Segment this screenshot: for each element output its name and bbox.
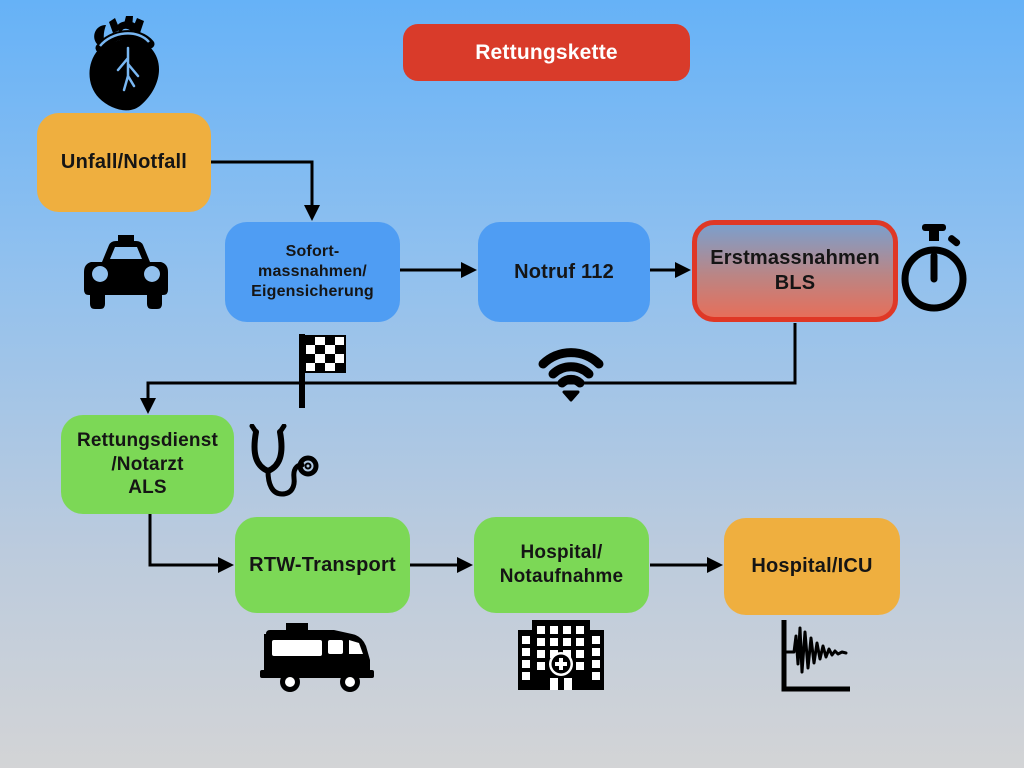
car-icon	[80, 235, 172, 311]
arrow-erst-to-rettungsdienst	[146, 323, 797, 400]
node-label: Hospital/ICU	[751, 555, 873, 577]
anatomical-heart-icon	[82, 12, 168, 112]
node-label-line: /Notarzt	[111, 453, 184, 475]
stopwatch-icon	[900, 224, 968, 314]
arrow-unfall-to-sofort	[211, 160, 314, 207]
node-label-line: Notaufnahme	[499, 566, 624, 587]
node-rtw-transport: RTW-Transport	[235, 517, 410, 613]
wifi-icon	[533, 336, 609, 402]
checkered-flag-icon	[297, 332, 349, 408]
node-sofortmassnahmen: Sofort- massnahmen/ Eigensicherung	[225, 222, 400, 322]
node-notruf-112: Notruf 112	[478, 222, 650, 322]
hospital-building-icon	[516, 618, 606, 696]
node-label-line: Sofort-	[285, 243, 340, 260]
diagram-title: Rettungskette	[403, 24, 690, 81]
node-rettungsdienst-als: Rettungsdienst /Notarzt ALS	[61, 415, 234, 514]
node-label-line: Erstmassnahmen	[710, 247, 880, 269]
node-label: Notruf 112	[514, 260, 614, 283]
node-erstmassnahmen-bls: Erstmassnahmen BLS	[692, 220, 898, 322]
node-label-line: ALS	[128, 477, 167, 499]
node-hospital-notaufnahme: Hospital/ Notaufnahme	[474, 517, 649, 613]
vibration-graph-icon	[772, 616, 852, 696]
node-label: RTW-Transport	[249, 553, 396, 576]
diagram-title-label: Rettungskette	[475, 40, 618, 64]
node-label-line: BLS	[774, 272, 816, 294]
node-hospital-icu: Hospital/ICU	[724, 518, 900, 615]
node-label-line: Rettungsdienst	[76, 429, 219, 451]
node-label: Unfall/Notfall	[60, 151, 188, 173]
node-unfall-notfall: Unfall/Notfall	[37, 113, 211, 212]
ambulance-icon	[258, 622, 388, 696]
node-label-line: Hospital/	[520, 542, 603, 564]
stethoscope-icon	[240, 424, 320, 504]
node-label-line: Eigensicherung	[251, 283, 374, 300]
arrow-rettungsdienst-to-rtw	[148, 514, 221, 567]
node-label-line: massnahmen/	[258, 263, 367, 280]
